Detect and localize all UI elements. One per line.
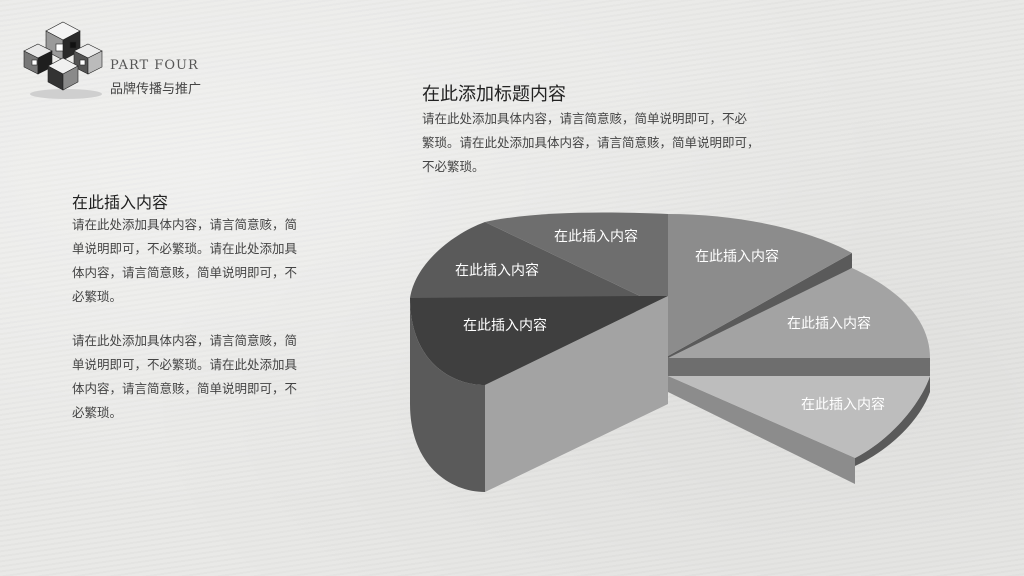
pie-slice-top-dark	[410, 296, 668, 385]
left-paragraph-1: 请在此处添加具体内容，请言简意赅，简 单说明即可，不必繁琐。请在此处添加具 体内…	[72, 213, 344, 309]
paragraph-line: 必繁琐。	[72, 289, 123, 304]
pie-slice-top-middark	[410, 222, 640, 298]
pie-label: 在此插入内容	[455, 262, 539, 279]
pie-left-curved-side	[410, 298, 485, 492]
paragraph-line: 单说明即可，不必繁琐。请在此处添加具	[72, 241, 298, 256]
pie-label: 在此插入内容	[787, 315, 871, 332]
pie-left-front-side	[485, 296, 668, 492]
pie-right-front-3	[668, 376, 855, 484]
pie-label: 在此插入内容	[695, 248, 779, 265]
pie-slice-top-right-1	[668, 214, 852, 356]
pie-right-side-2	[668, 358, 930, 376]
left-title: 在此插入内容	[72, 193, 169, 212]
paragraph-line: 必繁琐。	[72, 405, 123, 420]
part-subtitle: 品牌传播与推广	[110, 82, 202, 97]
paragraph-line: 请在此处添加具体内容，请言简意赅，简	[72, 217, 298, 232]
section-body-line: 不必繁琐。	[422, 159, 485, 174]
paragraph-line: 体内容，请言简意赅，简单说明即可，不	[72, 381, 298, 396]
pie-slice-top-right-3	[668, 376, 930, 458]
section-body-line: 繁琐。请在此处添加具体内容，请言简意赅，简单说明即可，	[422, 135, 760, 150]
paragraph-line: 请在此处添加具体内容，请言简意赅，简	[72, 333, 298, 348]
pie-label: 在此插入内容	[554, 228, 638, 245]
pie-label: 在此插入内容	[801, 396, 885, 413]
cube-logo-icon	[18, 14, 108, 104]
paragraph-line: 单说明即可，不必繁琐。请在此处添加具	[72, 357, 298, 372]
section-body: 请在此处添加具体内容，请言简意赅，简单说明即可，不必 繁琐。请在此处添加具体内容…	[422, 107, 822, 179]
pie-slice-top-mid	[485, 212, 668, 296]
left-paragraph-2: 请在此处添加具体内容，请言简意赅，简 单说明即可，不必繁琐。请在此处添加具 体内…	[72, 329, 344, 425]
part-label: PART FOUR	[110, 58, 199, 73]
section-title: 在此添加标题内容	[422, 84, 566, 105]
section-body-line: 请在此处添加具体内容，请言简意赅，简单说明即可，不必	[422, 111, 748, 126]
paragraph-line: 体内容，请言简意赅，简单说明即可，不	[72, 265, 298, 280]
pie-slice-top-right-2	[668, 268, 930, 358]
pie-label: 在此插入内容	[463, 317, 547, 334]
